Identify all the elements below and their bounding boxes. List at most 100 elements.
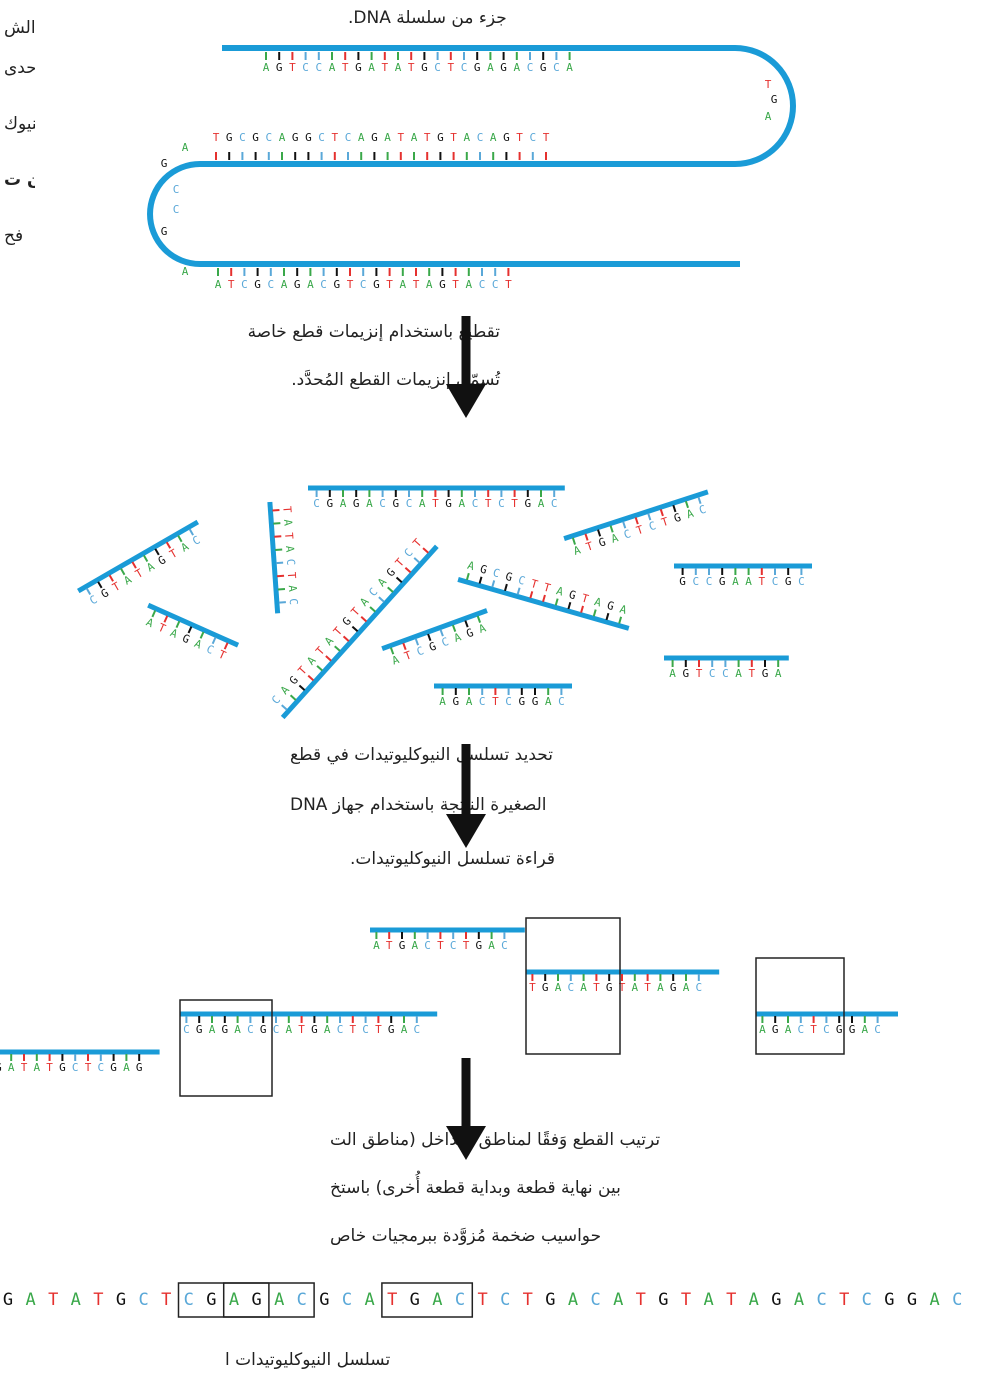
nucleotide-label: C xyxy=(406,497,413,510)
nucleotide-label: A xyxy=(466,695,473,708)
nucleotide-label: G xyxy=(161,225,168,238)
nucleotide-label: G xyxy=(392,497,399,510)
nucleotide-label: T xyxy=(511,497,518,510)
nucleotide-label: A xyxy=(631,981,638,994)
final-nucleotide: A xyxy=(568,1290,578,1310)
nucleotide-label: C xyxy=(823,1023,830,1036)
nucleotide-label: C xyxy=(450,939,457,952)
base-tick xyxy=(165,541,172,549)
nucleotide-label: T xyxy=(289,61,296,74)
nucleotide-label: T xyxy=(313,644,327,658)
base-tick xyxy=(85,587,92,595)
nucleotide-label: G xyxy=(99,586,111,601)
step-caption-arrange: ترتيب القطع وَفقًا لمناطق التداخل (مناطق… xyxy=(330,1130,986,1260)
nucleotide-label: A xyxy=(122,573,135,588)
nucleotide-label: A xyxy=(366,497,373,510)
base-tick xyxy=(387,586,394,593)
nucleotide-label: C xyxy=(97,1061,104,1074)
nucleotide-label: C xyxy=(709,667,716,680)
nucleotide-label: T xyxy=(331,131,338,144)
nucleotide-label: A xyxy=(555,981,562,994)
nucleotide-label: C xyxy=(366,585,380,599)
base-tick xyxy=(154,548,160,556)
nucleotide-label: G xyxy=(388,1023,395,1036)
process-arrow-head xyxy=(446,1126,486,1160)
nucleotide-label: T xyxy=(349,605,363,619)
final-nucleotide: C xyxy=(816,1290,826,1310)
base-tick xyxy=(567,601,572,610)
nucleotide-label: G xyxy=(305,131,312,144)
nucleotide-label: G xyxy=(427,640,438,654)
nucleotide-label: A xyxy=(168,626,180,641)
nucleotide-label: T xyxy=(21,1061,28,1074)
side-text-line: الش xyxy=(4,18,35,38)
side-text-line: النيوك xyxy=(4,114,35,134)
process-arrows xyxy=(446,316,486,1160)
nucleotide-label: G xyxy=(670,981,677,994)
step-caption-line: تحديد تسلسل النيوكليوتيدات في قطع xyxy=(290,745,553,765)
nucleotide-label: C xyxy=(320,278,327,291)
nucleotide-label: T xyxy=(593,981,600,994)
nucleotide-label: C xyxy=(551,497,558,510)
nucleotide-label: T xyxy=(660,515,671,530)
nucleotide-label: T xyxy=(543,131,550,144)
nucleotide-label: A xyxy=(566,61,573,74)
nucleotide-label: C xyxy=(517,573,527,587)
nucleotide-label: A xyxy=(358,131,365,144)
nucleotide-label: A xyxy=(439,695,446,708)
nucleotide-label: G xyxy=(294,278,301,291)
nucleotide-label: C xyxy=(173,203,180,216)
base-tick xyxy=(395,576,403,583)
base-tick xyxy=(609,525,614,533)
nucleotide-label: G xyxy=(384,566,398,580)
nucleotide-label: C xyxy=(267,278,274,291)
final-nucleotide: T xyxy=(726,1290,736,1310)
nucleotide-label: A xyxy=(759,1023,766,1036)
final-nucleotide: G xyxy=(884,1290,894,1310)
nucleotide-label: G xyxy=(287,674,301,688)
final-nucleotide: A xyxy=(749,1290,759,1310)
nucleotide-label: A xyxy=(775,667,782,680)
nucleotide-label: G xyxy=(532,695,539,708)
nucleotide-label: A xyxy=(368,61,375,74)
nucleotide-label: A xyxy=(745,575,752,588)
final-overlap-box xyxy=(222,1282,315,1318)
base-tick xyxy=(307,674,315,682)
nucleotide-label: C xyxy=(722,667,729,680)
nucleotide-label: G xyxy=(524,497,531,510)
final-nucleotide: A xyxy=(364,1290,374,1310)
nucleotide-label: T xyxy=(216,648,228,663)
nucleotide-label: G xyxy=(439,278,446,291)
nucleotide-label: A xyxy=(463,131,470,144)
base-tick xyxy=(163,615,169,623)
nucleotide-label: A xyxy=(123,1061,130,1074)
nucleotide-label: T xyxy=(298,1023,305,1036)
sugar-phosphate-backbone xyxy=(563,489,709,541)
nucleotide-label: T xyxy=(584,539,595,554)
nucleotide-label: C xyxy=(472,497,479,510)
nucleotide-label: G xyxy=(221,1023,228,1036)
base-tick xyxy=(647,513,652,521)
step-caption-line: حواسيب ضخمة مُزوَّدة ببرمجيات خاص xyxy=(330,1226,602,1246)
base-tick xyxy=(108,574,114,582)
base-tick xyxy=(476,615,482,623)
nucleotide-label: C xyxy=(190,533,202,548)
base-tick xyxy=(542,594,546,603)
nucleotide-label: C xyxy=(529,131,536,144)
nucleotide-label: C xyxy=(183,1023,190,1036)
nucleotide-label: A xyxy=(192,637,204,652)
final-nucleotide: G xyxy=(907,1290,917,1310)
nucleotide-label: T xyxy=(296,664,310,678)
nucleotide-label: T xyxy=(403,648,414,663)
nucleotide-label: T xyxy=(280,506,293,514)
nucleotide-label: A xyxy=(452,630,463,645)
nucleotide-label: A xyxy=(411,131,418,144)
nucleotide-label: C xyxy=(622,527,632,541)
nucleotide-label: A xyxy=(279,131,286,144)
step-caption-line: ترتيب القطع وَفقًا لمناطق التداخل (مناطق… xyxy=(330,1130,661,1150)
nucleotide-label: A xyxy=(329,61,336,74)
nucleotide-label: A xyxy=(263,61,270,74)
